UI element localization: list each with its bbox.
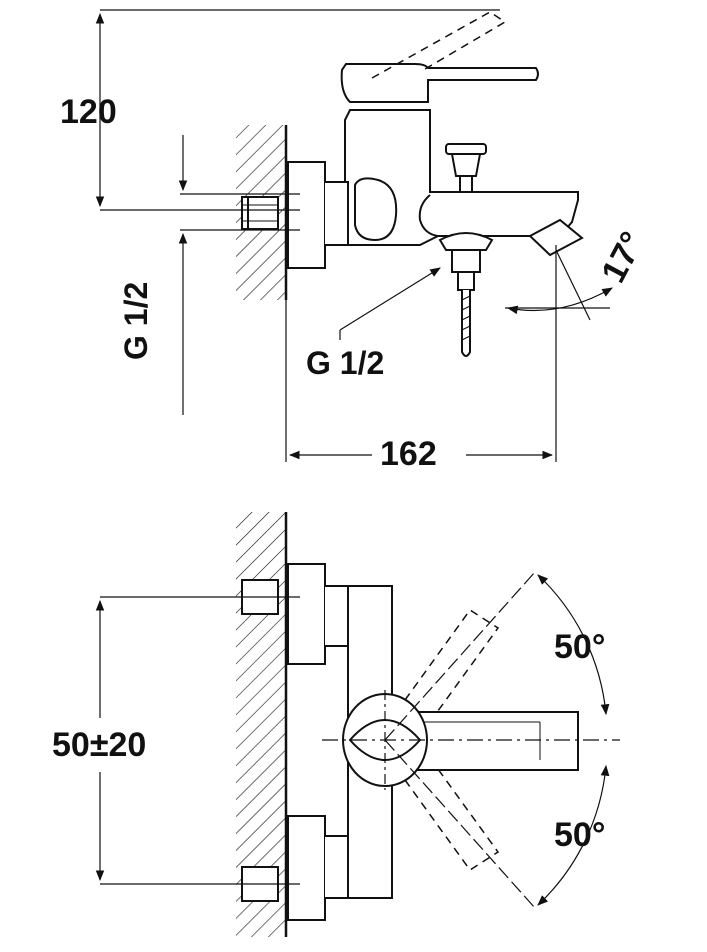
plan-view-dimensions bbox=[95, 571, 620, 909]
escutcheon-lower bbox=[287, 815, 326, 921]
lever-alt-down bbox=[404, 764, 500, 872]
label-50-up: 50° bbox=[554, 628, 606, 666]
leader-g-outlet bbox=[339, 267, 441, 331]
lever-handle-top bbox=[340, 63, 539, 103]
arc-50-up bbox=[537, 574, 610, 716]
side-view bbox=[236, 11, 584, 357]
lever-alt-up bbox=[404, 608, 500, 716]
plan-view bbox=[236, 512, 579, 937]
label-120: 120 bbox=[60, 93, 117, 131]
aerator-top bbox=[528, 218, 584, 257]
arc-17 bbox=[506, 287, 613, 315]
lever-alt-position bbox=[371, 11, 507, 79]
label-162: 162 bbox=[380, 435, 437, 473]
arc-50-down bbox=[537, 764, 610, 906]
mixer-body-top bbox=[344, 109, 579, 246]
label-g-vertical: G 1/2 bbox=[118, 281, 154, 360]
label-50-down: 50° bbox=[554, 816, 606, 854]
side-view-dimensions bbox=[95, 9, 613, 462]
lever-handle-plan bbox=[409, 711, 579, 771]
escutcheon-top bbox=[287, 161, 326, 269]
label-50-20: 50±20 bbox=[52, 726, 147, 764]
label-g-outlet: G 1/2 bbox=[306, 345, 385, 381]
hose-connector bbox=[438, 232, 494, 251]
diverter-knob bbox=[445, 143, 487, 155]
escutcheon-upper bbox=[287, 563, 326, 665]
